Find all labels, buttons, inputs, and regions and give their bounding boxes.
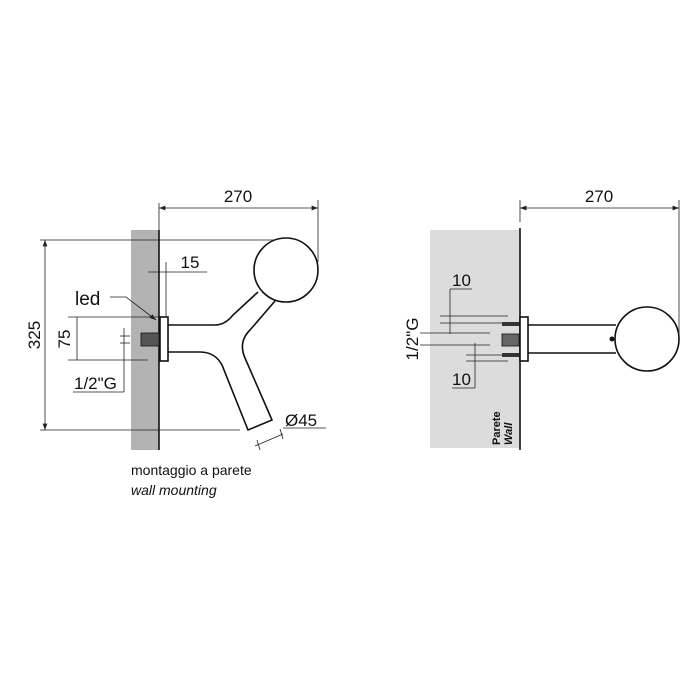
- bottom-dim-label: 10: [452, 370, 471, 389]
- caption-english: wall mounting: [131, 482, 217, 498]
- thread-label: 1/2"G: [403, 318, 422, 361]
- left-view: 270 325 15 led 75 1/2"G Ø4: [25, 187, 326, 498]
- spout-lower-arm: [168, 300, 276, 432]
- spacing-dim-label: 75: [55, 330, 74, 349]
- screw: [502, 322, 520, 326]
- threaded-connector: [140, 332, 160, 347]
- offset-dim-label: 15: [181, 253, 200, 272]
- wall-label-italian: Parete: [491, 411, 503, 445]
- screw: [502, 353, 520, 357]
- thread-label: 1/2"G: [74, 374, 117, 393]
- led-dot: [609, 336, 615, 342]
- spout-ball: [614, 306, 680, 372]
- width-dim-label: 270: [585, 187, 613, 206]
- right-view: 270 10 1/2"G 10 Parete Wall: [403, 187, 680, 450]
- top-dim-label: 10: [452, 271, 471, 290]
- threaded-connector: [501, 333, 520, 347]
- caption-italian: montaggio a parete: [131, 462, 252, 478]
- led-label: led: [75, 289, 100, 310]
- spout-upper-edge: [168, 291, 259, 326]
- wall-label-english: Wall: [503, 422, 515, 445]
- led-leader: [110, 296, 157, 321]
- spout-ball: [253, 237, 319, 303]
- wall-flange: [159, 316, 169, 362]
- width-dim-label: 270: [224, 187, 252, 206]
- wall-flange: [519, 316, 529, 362]
- diameter-dim-label: Ø45: [285, 411, 317, 430]
- height-dim-label: 325: [25, 321, 44, 349]
